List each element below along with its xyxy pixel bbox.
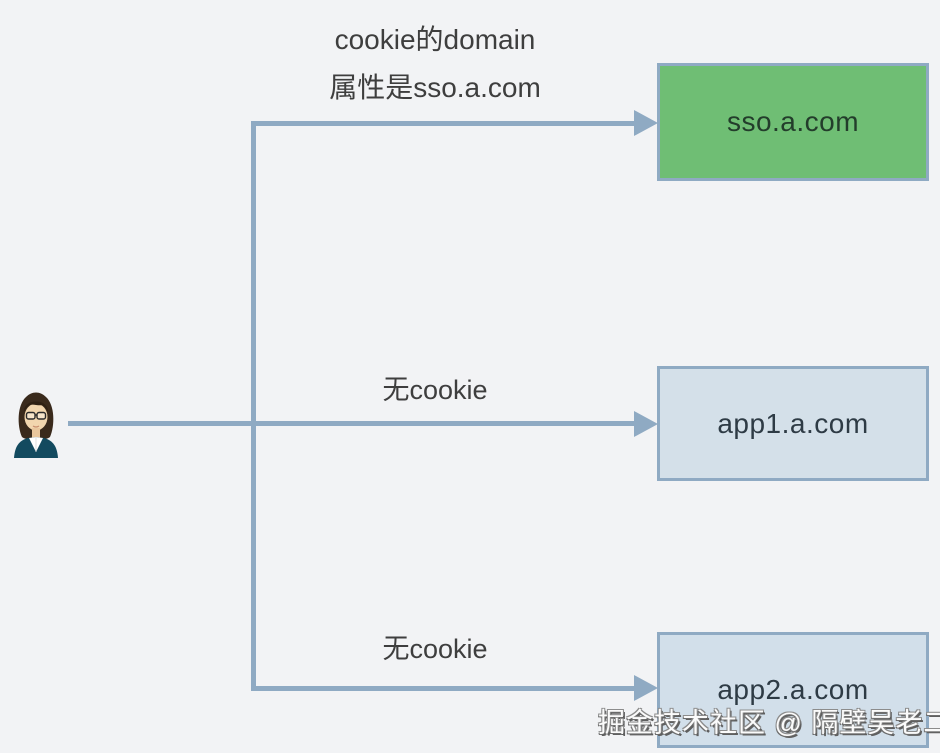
node-app1-a-com: app1.a.com (657, 366, 929, 481)
no-cookie-label-app2: 无cookie (382, 634, 488, 664)
arrowhead-to-app2 (634, 675, 658, 701)
cookie-domain-label-line1: cookie的domain (334, 24, 536, 55)
connector-branch-to-app2 (251, 686, 636, 691)
arrowhead-to-app1 (634, 411, 658, 437)
node-app1-label: app1.a.com (717, 407, 869, 439)
cookie-domain-label: cookie的domain 属性是sso.a.com (270, 16, 600, 112)
node-app2-a-com: app2.a.com (657, 632, 929, 748)
connector-vertical-trunk (251, 121, 256, 691)
arrowhead-to-sso (634, 110, 658, 136)
connector-branch-to-sso (251, 121, 636, 126)
woman-user-icon (14, 392, 58, 458)
connector-user-to-app1 (68, 421, 636, 426)
node-app2-label: app2.a.com (717, 674, 869, 705)
node-sso-a-com: sso.a.com (657, 63, 929, 181)
no-cookie-label-app1: 无cookie (382, 375, 488, 405)
cookie-domain-label-line2: 属性是sso.a.com (329, 72, 541, 103)
watermark-text: 掘金技术社区 @ 隔壁吴老二 (598, 708, 940, 738)
node-sso-label: sso.a.com (726, 106, 860, 137)
